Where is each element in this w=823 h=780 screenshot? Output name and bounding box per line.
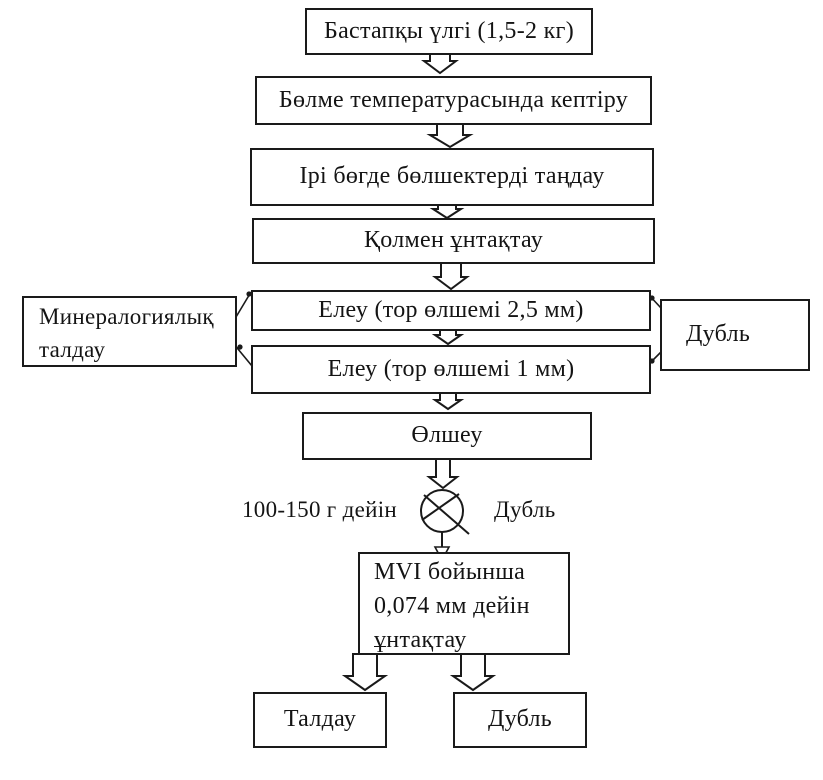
splitter-duplicate-label: Дубль (494, 497, 556, 522)
node-room-temp-drying-label: Бөлме температурасында кептіру (278, 86, 629, 113)
mvi-line-2: 0,074 мм дейін (374, 592, 530, 619)
mineralogy-line-1: Минералогиялық (39, 303, 214, 329)
node-manual-grinding-label: Қолмен ұнтақтау (363, 227, 543, 254)
node-analysis: Талдау (253, 692, 387, 748)
node-sieving-1mm: Елеу (тор өлшемі 1 мм) (251, 345, 651, 394)
block-arrow-manual-to-sieve25 (432, 262, 470, 291)
node-room-temp-drying: Бөлме температурасында кептіру (255, 76, 652, 125)
mineralogy-line-2: талдау (39, 336, 106, 362)
node-initial-sample: Бастапқы үлгі (1,5-2 кг) (305, 8, 593, 55)
node-duplicate-right: Дубль (660, 299, 810, 371)
node-mvi-grinding: MVI бойынша 0,074 мм дейін ұнтақтау (358, 552, 570, 655)
node-sieving-1mm-label: Елеу (тор өлшемі 1 мм) (327, 355, 575, 382)
block-arrow-sieve1-to-weighing (431, 392, 465, 411)
node-duplicate-bottom: Дубль (453, 692, 587, 748)
mvi-line-3: ұнтақтау (374, 626, 467, 653)
block-arrow-initial-to-drying (421, 53, 459, 75)
node-mineralogical-analysis-label: Минералогиялық талдау (39, 300, 214, 366)
mvi-line-1: MVI бойынша (374, 558, 526, 585)
block-arrow-mvi-to-duplicate (449, 653, 497, 692)
node-sieving-2-5mm: Елеу (тор өлшемі 2,5 мм) (251, 290, 651, 331)
splitter-crossed-circle (420, 489, 470, 535)
node-weighing-label: Өлшеу (411, 422, 483, 449)
splitter-amount-label: 100-150 г дейін (242, 497, 398, 522)
node-sieving-2-5mm-label: Елеу (тор өлшемі 2,5 мм) (318, 296, 584, 323)
node-remove-foreign-particles-label: Ірі бөгде бөлшектерді таңдау (299, 163, 605, 190)
node-duplicate-right-label: Дубль (686, 321, 751, 348)
node-analysis-label: Талдау (283, 706, 357, 733)
block-arrow-foreign-to-manual (429, 204, 465, 220)
block-arrow-drying-to-foreign (426, 123, 474, 149)
block-arrow-weighing-to-splitter (426, 458, 460, 490)
node-duplicate-bottom-label: Дубль (487, 706, 553, 733)
node-mineralogical-analysis: Минералогиялық талдау (22, 296, 237, 367)
block-arrow-mvi-to-analysis (341, 653, 389, 692)
block-arrow-sieve25-to-sieve1 (431, 329, 465, 346)
node-mvi-grinding-label: MVI бойынша 0,074 мм дейін ұнтақтау (374, 555, 530, 657)
node-weighing: Өлшеу (302, 412, 592, 460)
node-manual-grinding: Қолмен ұнтақтау (252, 218, 655, 264)
node-remove-foreign-particles: Ірі бөгде бөлшектерді таңдау (250, 148, 654, 206)
node-initial-sample-label: Бастапқы үлгі (1,5-2 кг) (323, 17, 574, 44)
